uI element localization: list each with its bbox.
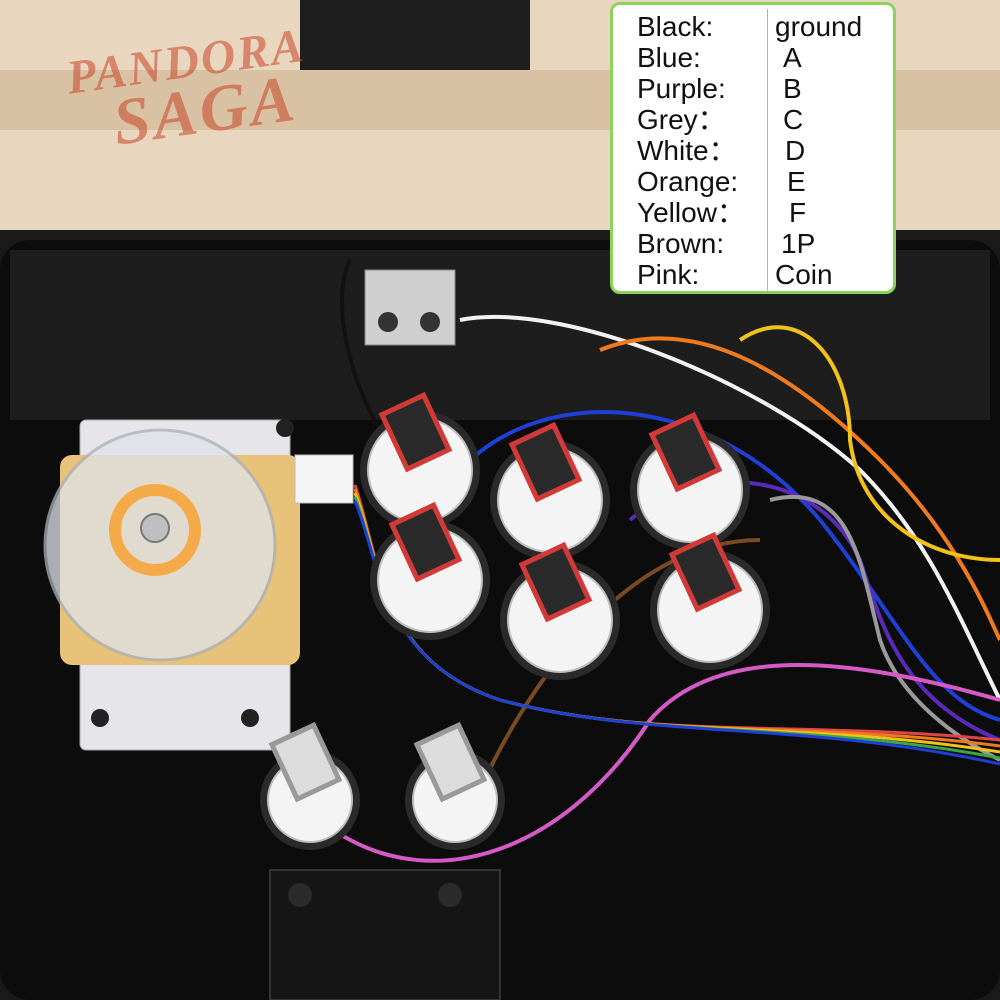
hinge-screw-left bbox=[288, 883, 312, 907]
legend-row-pink: Pink: Coin bbox=[613, 259, 893, 290]
joystick-mount-screw bbox=[241, 709, 259, 727]
legend-function: F bbox=[789, 197, 807, 228]
microswitch bbox=[413, 721, 488, 803]
legend-row-white: White： D bbox=[613, 135, 893, 166]
wire bbox=[599, 336, 1000, 641]
legend-function: Coin bbox=[775, 259, 833, 290]
wire bbox=[468, 410, 1000, 722]
bracket-screw-2 bbox=[420, 312, 440, 332]
hinge-screw-right bbox=[438, 883, 462, 907]
legend-color-name: White： bbox=[637, 135, 737, 166]
legend-color-name: Brown: bbox=[637, 228, 725, 259]
mount-bracket bbox=[364, 269, 456, 346]
joystick-connector bbox=[294, 454, 354, 504]
legend-row-orange: Orange: E bbox=[613, 166, 893, 197]
joystick-ring bbox=[109, 484, 201, 576]
legend-color-name: Black: bbox=[637, 11, 714, 42]
legend-row-purple: Purple: B bbox=[613, 73, 893, 104]
wire bbox=[318, 663, 1000, 863]
microswitch bbox=[648, 411, 723, 493]
legend-function: C bbox=[783, 104, 804, 135]
legend-function: B bbox=[783, 73, 802, 104]
joystick-mount-screw bbox=[91, 709, 109, 727]
joystick-gate bbox=[43, 428, 277, 662]
legend-function: A bbox=[783, 42, 802, 73]
legend-row-brown: Brown: 1P bbox=[613, 228, 893, 259]
legend-function: 1P bbox=[781, 228, 816, 259]
microswitch bbox=[518, 541, 593, 623]
legend-function: E bbox=[787, 166, 806, 197]
wire bbox=[738, 325, 1000, 562]
legend-color-name: Yellow： bbox=[637, 197, 745, 228]
microswitch bbox=[388, 501, 463, 583]
wire-color-legend: Black: ground Blue: A Purple: B Grey： C … bbox=[610, 2, 896, 294]
legend-row-yellow: Yellow： F bbox=[613, 197, 893, 228]
legend-row-blue: Blue: A bbox=[613, 42, 893, 73]
microswitch bbox=[268, 721, 343, 803]
microswitch bbox=[508, 421, 583, 503]
legend-color-name: Pink: bbox=[637, 259, 700, 290]
legend-color-name: Orange: bbox=[637, 166, 739, 197]
legend-color-name: Purple: bbox=[637, 73, 726, 104]
legend-row-black: Black: ground bbox=[613, 11, 893, 42]
legend-color-name: Blue: bbox=[637, 42, 701, 73]
microswitch bbox=[668, 531, 743, 613]
wire bbox=[459, 314, 1000, 701]
dark-object bbox=[300, 0, 530, 70]
joystick-shaft bbox=[140, 513, 170, 543]
joystick-mount-screw bbox=[276, 419, 294, 437]
legend-function: ground bbox=[775, 11, 863, 42]
button-group bbox=[260, 391, 770, 850]
legend-row-grey: Grey： C bbox=[613, 104, 893, 135]
microswitch bbox=[378, 391, 453, 473]
legend-color-name: Grey： bbox=[637, 104, 726, 135]
legend-function: D bbox=[785, 135, 806, 166]
bracket-screw-1 bbox=[378, 312, 398, 332]
wire bbox=[339, 259, 382, 432]
legend-divider bbox=[767, 9, 768, 291]
wire bbox=[769, 494, 1000, 762]
